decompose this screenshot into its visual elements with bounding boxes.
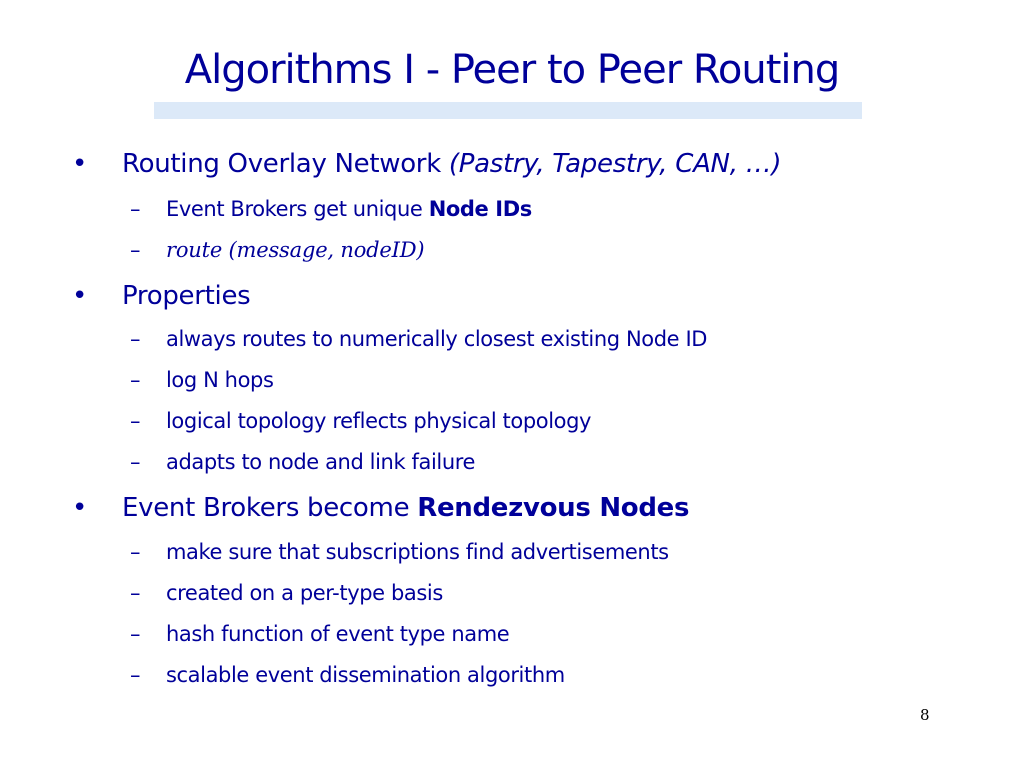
bullet-italic-text: (Pastry, Tapestry, CAN, …) bbox=[448, 149, 782, 179]
sub-bullet-text: Event Brokers get unique bbox=[166, 197, 429, 221]
dash-marker: – bbox=[130, 540, 141, 564]
sub-bullet-bold-text: Node IDs bbox=[428, 197, 533, 221]
sub-bullet-topology: logical topology reflects physical topol… bbox=[166, 409, 592, 433]
dash-marker: – bbox=[130, 197, 141, 221]
dash-marker: – bbox=[130, 238, 141, 262]
dash-marker: – bbox=[130, 663, 141, 687]
slide-title: Algorithms I - Peer to Peer Routing bbox=[184, 47, 841, 93]
sub-bullet-failure: adapts to node and link failure bbox=[166, 450, 476, 474]
dash-marker: – bbox=[130, 409, 141, 433]
bullet-properties: Properties bbox=[122, 281, 251, 311]
bullet-marker: • bbox=[72, 281, 88, 311]
sub-bullet-log-n-hops: log N hops bbox=[166, 368, 274, 392]
title-underline-bar bbox=[154, 102, 862, 119]
bullet-routing-overlay-network: Routing Overlay Network (Pastry, Tapestr… bbox=[122, 147, 781, 181]
dash-marker: – bbox=[130, 450, 141, 474]
dash-marker: – bbox=[130, 622, 141, 646]
bullet-bold-text: Rendezvous Nodes bbox=[417, 493, 690, 523]
bullet-marker: • bbox=[72, 493, 88, 523]
bullet-text: Routing Overlay Network bbox=[122, 149, 449, 179]
bullet-rendezvous-nodes: Event Brokers become Rendezvous Nodes bbox=[122, 491, 689, 525]
page-number: 8 bbox=[920, 706, 930, 724]
sub-bullet-per-type: created on a per-type basis bbox=[166, 581, 443, 605]
sub-bullet-route-function: route (message, nodeID) bbox=[166, 238, 425, 262]
sub-bullet-dissemination: scalable event dissemination algorithm bbox=[166, 663, 565, 687]
bullet-marker: • bbox=[72, 149, 88, 179]
sub-bullet-closest-node: always routes to numerically closest exi… bbox=[166, 327, 708, 351]
bullet-text: Event Brokers become bbox=[122, 493, 418, 523]
sub-bullet-node-ids: Event Brokers get unique Node IDs bbox=[166, 195, 532, 223]
dash-marker: – bbox=[130, 368, 141, 392]
dash-marker: – bbox=[130, 327, 141, 351]
dash-marker: – bbox=[130, 581, 141, 605]
sub-bullet-hash-function: hash function of event type name bbox=[166, 622, 510, 646]
sub-bullet-subscriptions: make sure that subscriptions find advert… bbox=[166, 540, 669, 564]
